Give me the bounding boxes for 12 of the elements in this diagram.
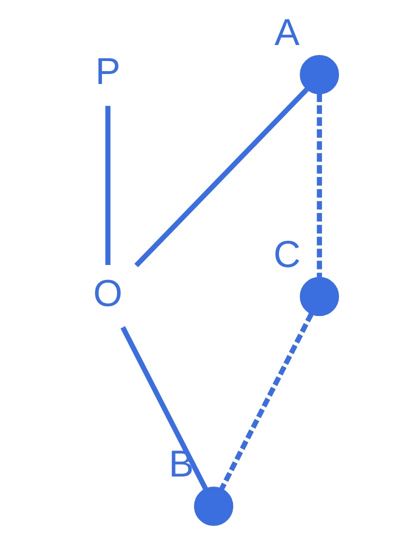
- connector: [316, 94, 322, 278]
- connector: [120, 326, 208, 490]
- node-circle: [300, 276, 340, 316]
- node-circle: [300, 55, 340, 94]
- connector: [134, 88, 309, 268]
- node-text: O: [93, 272, 122, 314]
- node-label: A: [274, 10, 300, 53]
- node-circle: [194, 486, 234, 526]
- connector: [105, 106, 110, 266]
- node-label: C: [273, 232, 301, 275]
- connector: [219, 312, 314, 490]
- node-text: P: [95, 50, 120, 92]
